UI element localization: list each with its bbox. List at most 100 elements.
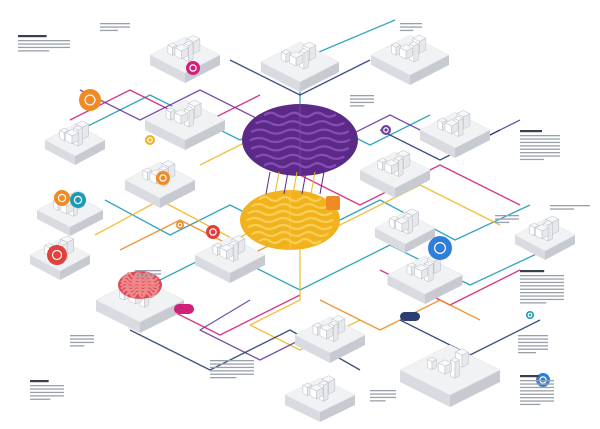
badge-disc [381,125,391,135]
equipment-block [402,213,414,219]
brain-icon [118,271,162,299]
brain-icon [240,190,340,250]
platform-side-right [300,62,339,92]
equipment-block [44,242,55,248]
platform-side-right [450,370,500,407]
platform-side-right [140,300,184,333]
text-line-bar [520,403,541,406]
connection-line [199,139,251,166]
neural-strand [319,171,325,195]
text-line-bar [400,23,422,25]
badge-glyph [57,193,67,203]
platform-side-left [37,210,70,236]
connection-line [199,299,321,361]
platform-side-right [185,120,225,150]
neural-strand [265,171,271,195]
text-line-bar [518,352,536,354]
text-line-bar [135,273,161,275]
equipment-block [423,261,434,267]
equipment-block [75,120,90,128]
text-line-bar [518,335,548,337]
equipment-block [280,49,292,55]
text-line-bar [370,400,386,402]
text-line-bar [210,360,254,362]
isometric-platform [144,99,226,150]
text-line-bar [520,152,560,154]
platform-side-right [395,170,430,198]
text-line-bar [18,46,70,49]
text-line-bar [30,388,64,390]
platform-side-right [330,335,365,363]
text-line-bar [520,295,564,297]
text-heading-bar [520,130,542,133]
equipment-block [309,384,324,392]
badge-disc [176,221,184,229]
platform-side-left [360,170,395,198]
equipment-block [437,359,453,367]
text-line-bar [350,98,374,100]
caption-block [520,375,554,406]
equipment-block [408,41,419,47]
platform-side-left [295,335,330,363]
platform-side-left [400,370,450,407]
text-line-bar [520,135,560,137]
text-line-bar [520,158,544,161]
equipment-block [174,44,189,52]
platform-side-right [320,395,355,422]
equipment-block [323,382,329,402]
equipment-block [426,356,438,363]
isometric-platform [419,110,491,158]
platform-side-right [410,55,449,85]
caption-block [30,380,64,400]
badge-glyph [177,222,183,228]
badge-glyph [147,137,153,143]
equipment-block [64,129,80,137]
text-line-bar [520,285,564,287]
badge-disc [79,89,101,111]
equipment-block [390,42,402,48]
equipment-block [165,107,176,113]
equipment-block [298,48,309,54]
platform-side-left [30,255,60,280]
caption-block [520,130,560,161]
user-figure-icon [206,225,220,239]
text-line-bar [495,215,519,217]
isometric-platform [359,150,431,198]
caption-block [520,270,564,304]
caption-block [518,335,548,354]
text-heading-bar [520,375,539,378]
equipment-block [399,44,414,52]
text-line-bar [520,155,560,157]
equipment-block [183,106,195,112]
equipment-block [453,115,464,121]
text-line-bar [100,29,118,32]
badge-disc [186,61,200,75]
text-line-bar [495,221,510,224]
isometric-platform [36,190,104,236]
platform-side-left [261,62,300,92]
text-line-bar [520,148,560,150]
isometric-platform [44,120,106,165]
text-line-bar [70,335,94,337]
text-line-bar [210,366,254,369]
isometric-platform [294,315,366,363]
platform-side-left [45,140,75,165]
text-line-bar [370,390,396,392]
platform-side-left [125,180,160,208]
isometric-platform [284,375,356,422]
equipment-block [398,157,404,177]
equipment-block [437,117,448,123]
text-line-bar [30,391,64,394]
platform-side-right [70,210,103,236]
chart-icon [54,190,70,206]
equipment-block [57,240,69,246]
isometric-platform [260,41,340,92]
equipment-block [188,42,194,62]
text-heading-bar [30,380,49,383]
text-line-bar [520,281,564,284]
pill-badge [174,304,194,314]
badge-glyph [73,195,83,205]
equipment-block [428,263,434,283]
server-rack-icon [176,221,184,229]
